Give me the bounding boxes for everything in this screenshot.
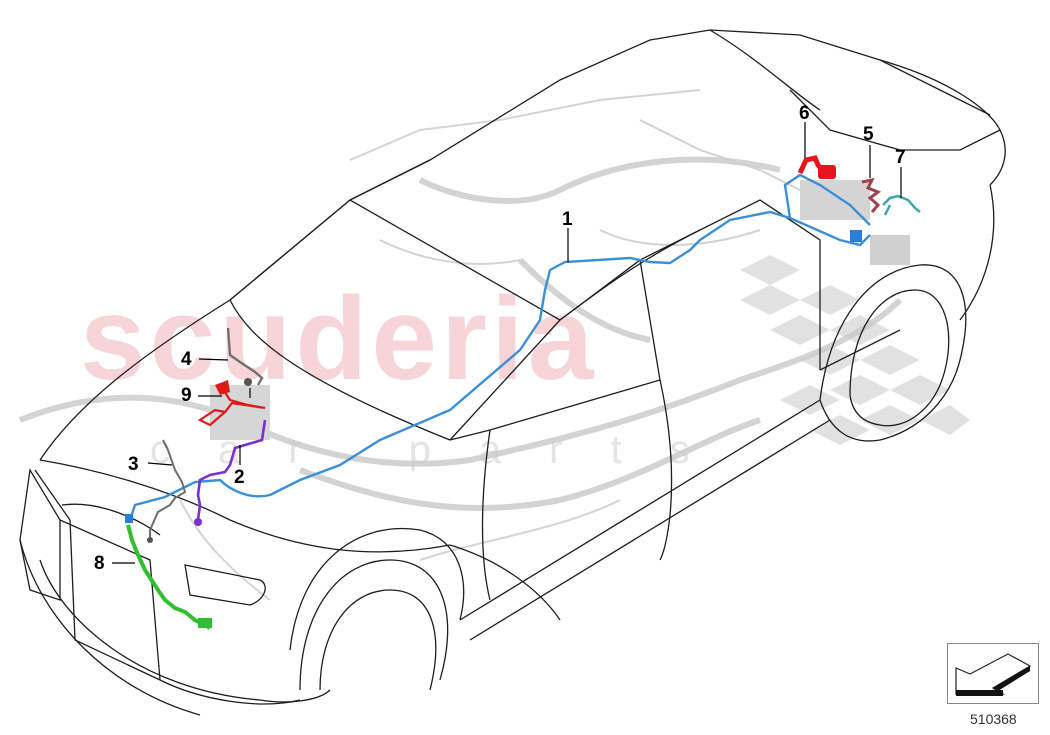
- harness-7-wiring: [882, 194, 921, 216]
- callout-3[interactable]: 3: [128, 454, 139, 475]
- arrow-down-left-icon: [955, 653, 1032, 696]
- callout-leader-lines: [112, 122, 902, 564]
- harness-9-wiring: [197, 387, 266, 427]
- harness-1-connector: [850, 230, 862, 242]
- ghost-wiring-detail-fine: [179, 89, 821, 601]
- callout-2[interactable]: 2: [234, 467, 245, 488]
- harness-5-wiring: [861, 177, 882, 213]
- navigation-arrow-button[interactable]: [947, 643, 1039, 704]
- callout-6[interactable]: 6: [799, 103, 810, 124]
- harness-1-main-wiring: [128, 173, 871, 521]
- callout-8[interactable]: 8: [94, 553, 105, 574]
- callout-5[interactable]: 5: [863, 124, 874, 145]
- ghost-wiring-detail: [18, 156, 903, 512]
- harness-2-wiring: [196, 419, 267, 521]
- callout-1[interactable]: 1: [562, 209, 573, 230]
- watermark-text: scuderia: [80, 273, 598, 405]
- callout-4[interactable]: 4: [181, 349, 192, 370]
- harness-3-wiring: [149, 439, 187, 540]
- car-body-outline: [19, 29, 1006, 716]
- harness-8-wiring: [126, 524, 212, 630]
- callout-9[interactable]: 9: [181, 385, 192, 406]
- harness-4-wiring: [226, 327, 264, 386]
- diagram-reference-number: 510368: [970, 711, 1017, 727]
- callout-7[interactable]: 7: [895, 147, 906, 168]
